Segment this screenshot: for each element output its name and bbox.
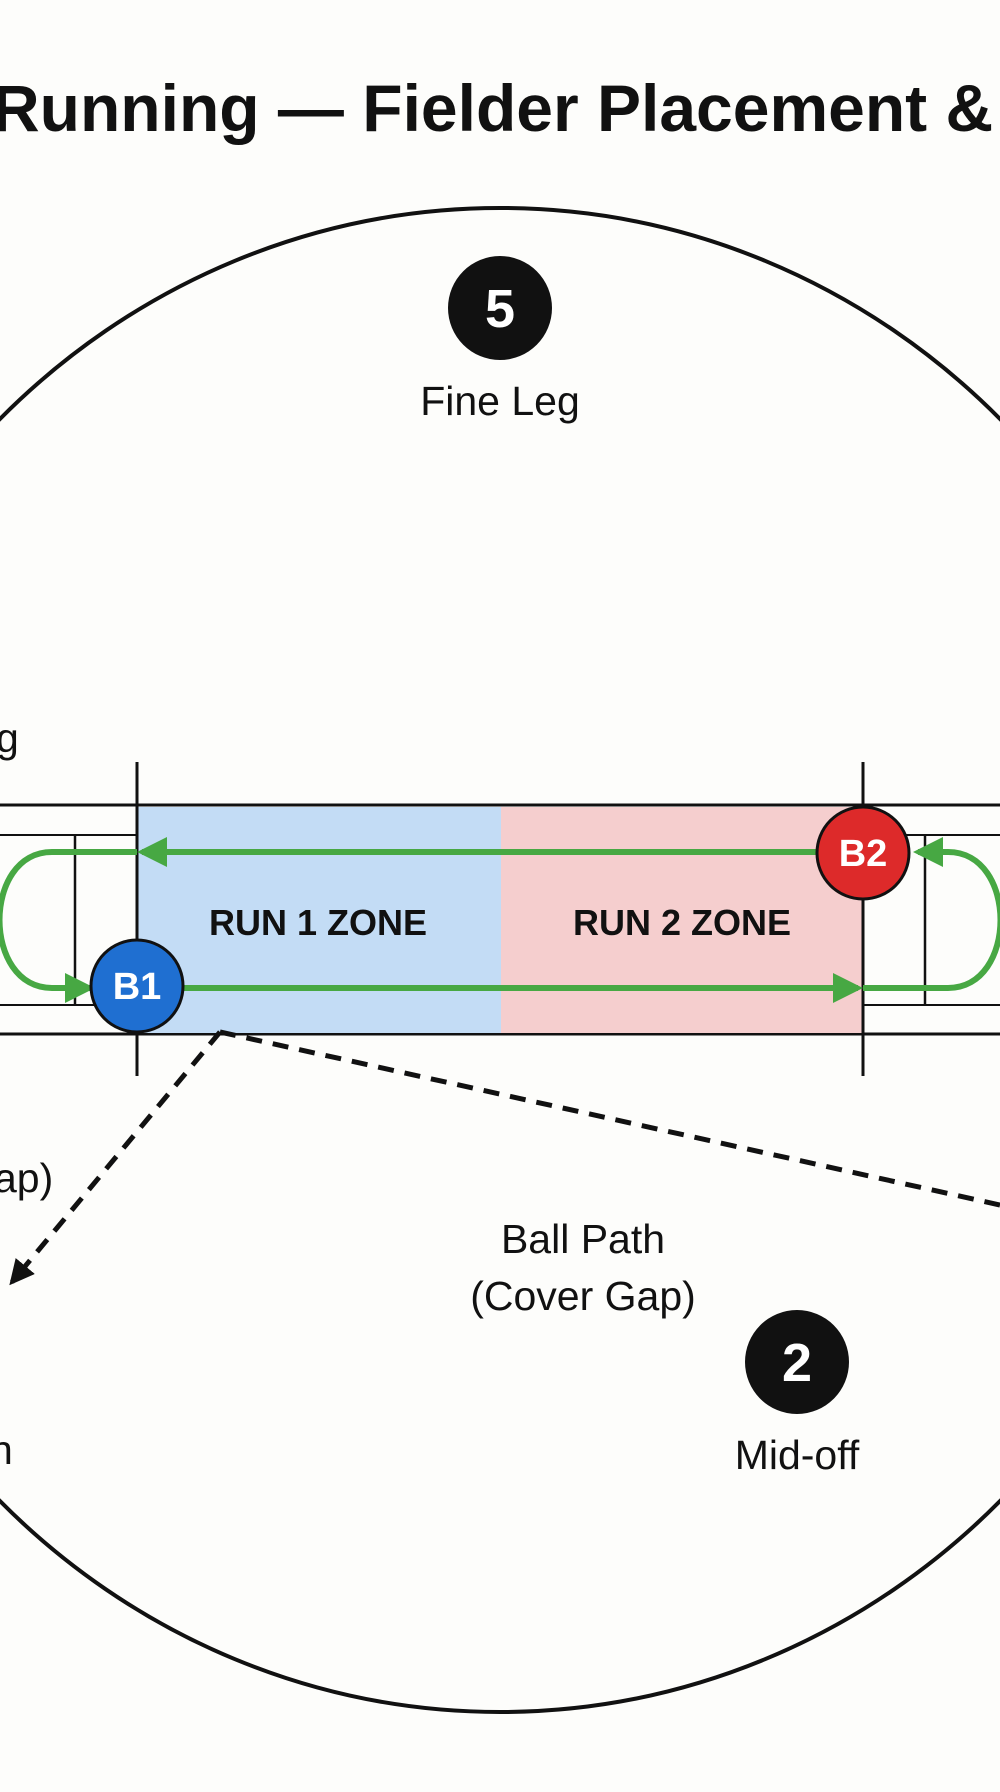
fielder-5-label: Fine Leg (420, 378, 580, 424)
ball-path-line-right (219, 1029, 1000, 1208)
batter-b1-label: B1 (113, 966, 162, 1008)
cropped-label-upper: g (0, 715, 19, 761)
ball-path-label-line2: (Cover Gap) (470, 1273, 696, 1319)
diagram-title: Running — Fielder Placement & (0, 71, 993, 145)
ball-path-label-line1: Ball Path (501, 1216, 665, 1262)
run-2-zone-label: RUN 2 ZONE (573, 902, 791, 943)
cropped-label-lower: n (0, 1427, 13, 1473)
cropped-label-middle: ap) (0, 1155, 53, 1201)
run-1-zone-label: RUN 1 ZONE (209, 902, 427, 943)
ball-path-line-left (9, 1030, 222, 1286)
fielder-2-number: 2 (782, 1333, 812, 1393)
batter-b2-marker (815, 805, 911, 901)
run-1-zone (137, 807, 501, 1033)
batter-b1-marker (89, 938, 185, 1034)
turn-arrow-right (863, 837, 1000, 991)
fielder-5-number: 5 (485, 279, 515, 339)
fielder-2-marker (745, 1310, 849, 1414)
fielder-2-label: Mid-off (735, 1432, 860, 1478)
run-2-zone (501, 807, 863, 1033)
turn-arrow-left (0, 849, 137, 1003)
batter-b2-label: B2 (839, 833, 888, 875)
field-boundary (0, 206, 1000, 1714)
fielder-5-marker (448, 256, 552, 360)
